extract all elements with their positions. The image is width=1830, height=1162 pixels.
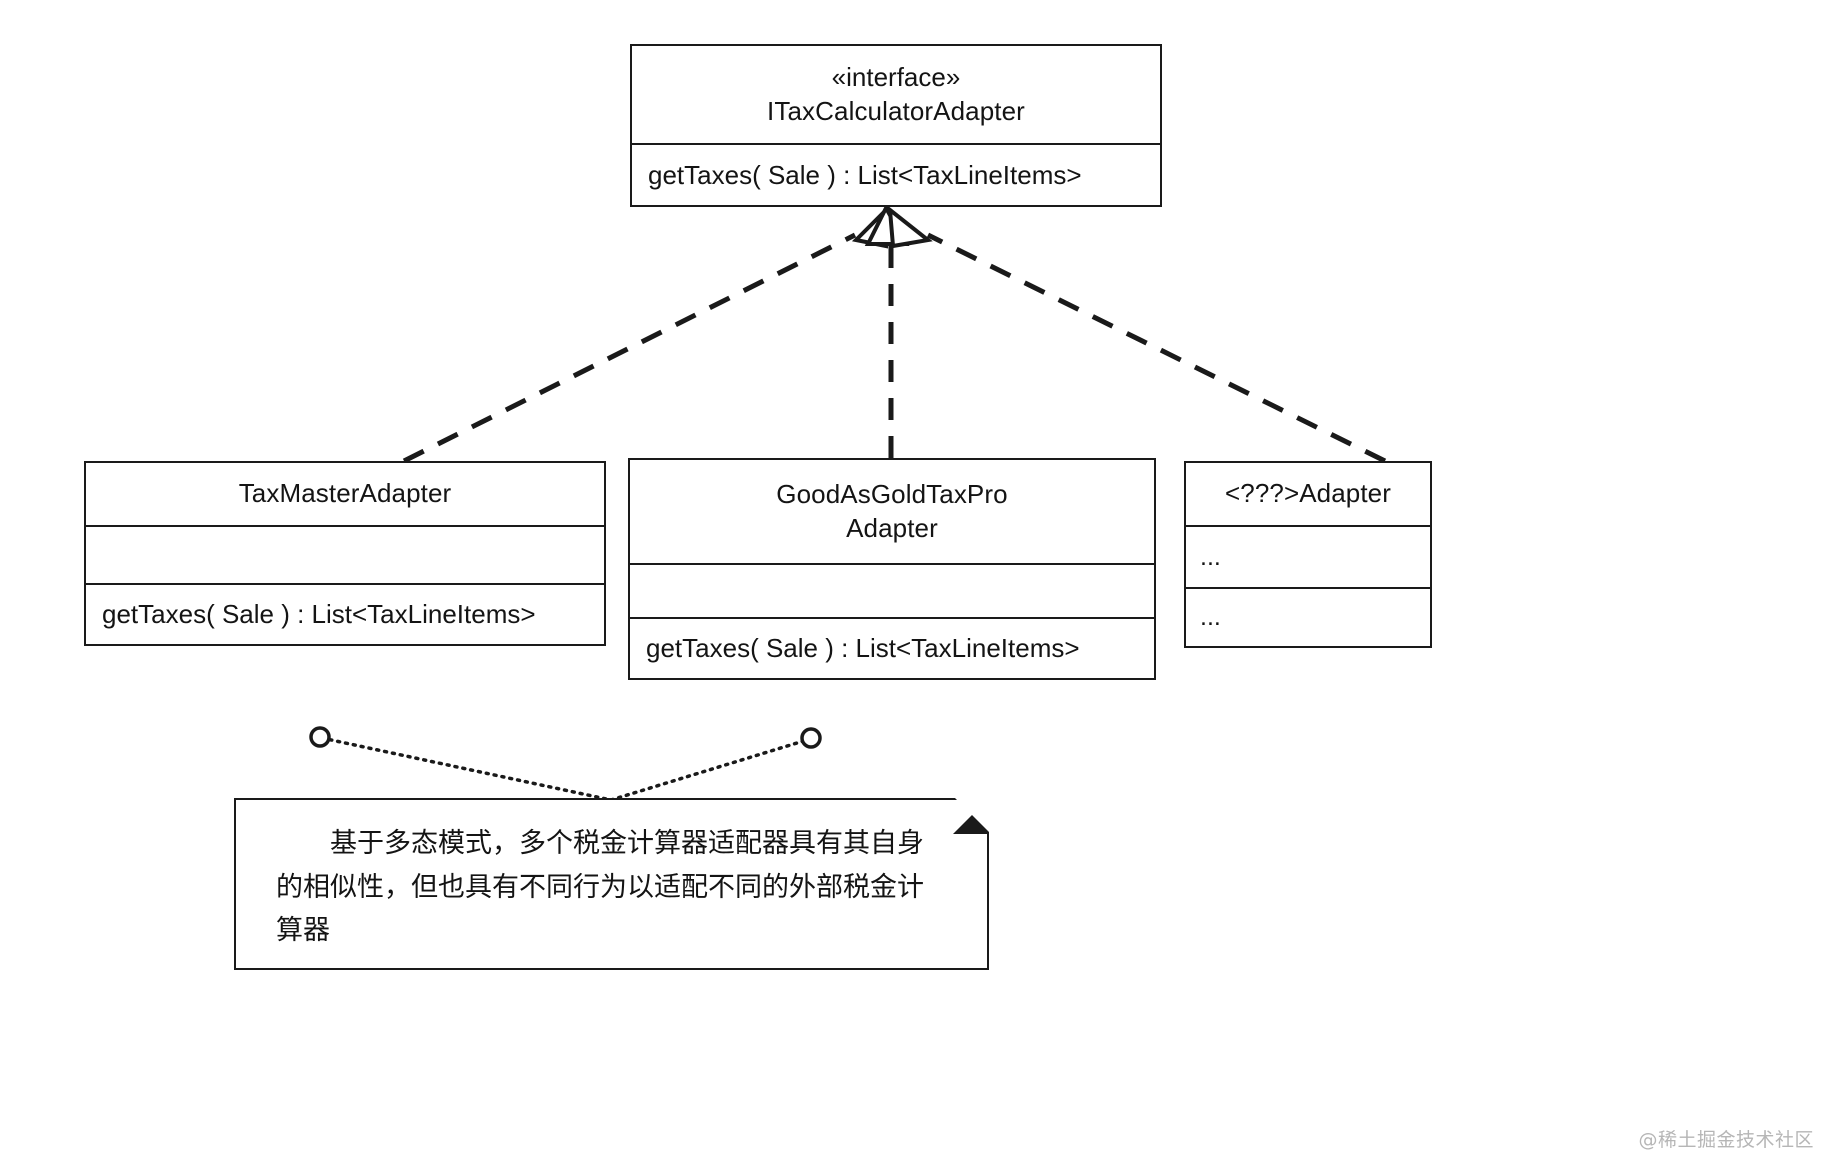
realization-arrowhead-middle [864,203,910,246]
interface-operations-compartment: getTaxes( Sale ) : List<TaxLineItems> [632,143,1160,205]
class-box-goodasgoldtaxproadapter[interactable]: GoodAsGoldTaxPro Adapter getTaxes( Sale … [628,458,1156,680]
taxmaster-title-compartment: TaxMasterAdapter [86,463,604,525]
note-anchor-circle-left [309,726,331,748]
watermark-label: @稀土掘金技术社区 [1638,1129,1814,1151]
class-box-taxmasteradapter[interactable]: TaxMasterAdapter getTaxes( Sale ) : List… [84,461,606,646]
unknown-operations-compartment: ... [1186,587,1430,646]
taxmaster-operation-gettaxes: getTaxes( Sale ) : List<TaxLineItems> [102,599,536,629]
note-anchor-circle-right [800,727,822,749]
interface-title-compartment: «interface» ITaxCalculatorAdapter [632,46,1160,143]
note-fold-cut-icon [955,798,989,832]
goodasgold-attributes-compartment [630,563,1154,617]
interface-name: ITaxCalculatorAdapter [767,95,1025,126]
goodasgold-class-name-line1: GoodAsGoldTaxPro [776,479,1008,510]
note-text: 基于多态模式，多个税金计算器适配器具有其自身的相似性，但也具有不同行为以适配不同… [276,828,924,947]
interface-box-itaxcalculatoradapter[interactable]: «interface» ITaxCalculatorAdapter getTax… [630,44,1162,207]
realization-arrowhead-right [887,205,933,249]
goodasgold-title-compartment: GoodAsGoldTaxPro Adapter [630,460,1154,563]
taxmaster-attributes-compartment [86,525,604,583]
realization-line-unknown [926,232,1387,464]
taxmaster-operations-compartment: getTaxes( Sale ) : List<TaxLineItems> [86,583,604,644]
taxmaster-class-name: TaxMasterAdapter [238,478,452,509]
note-box[interactable]: 基于多态模式，多个税金计算器适配器具有其自身的相似性，但也具有不同行为以适配不同… [234,798,989,970]
goodasgold-class-name-line2: Adapter [846,512,938,543]
interface-operation-gettaxes: getTaxes( Sale ) : List<TaxLineItems> [648,159,1082,190]
unknown-operations-ellipsis: ... [1200,603,1221,631]
realization-line-taxmaster [402,232,857,464]
note-anchor-line-left [320,736,613,802]
unknown-title-compartment: <???>Adapter [1186,463,1430,525]
goodasgold-operations-compartment: getTaxes( Sale ) : List<TaxLineItems> [630,617,1154,678]
note-anchor-line-right [609,737,812,802]
interface-stereotype: «interface» [831,62,961,93]
unknown-class-name: <???>Adapter [1224,478,1391,509]
unknown-attributes-ellipsis: ... [1200,542,1221,571]
realization-arrowhead-left [851,205,888,249]
class-box-unknown-adapter[interactable]: <???>Adapter ... ... [1184,461,1432,648]
unknown-attributes-compartment: ... [1186,525,1430,587]
goodasgold-operation-gettaxes: getTaxes( Sale ) : List<TaxLineItems> [646,633,1080,663]
